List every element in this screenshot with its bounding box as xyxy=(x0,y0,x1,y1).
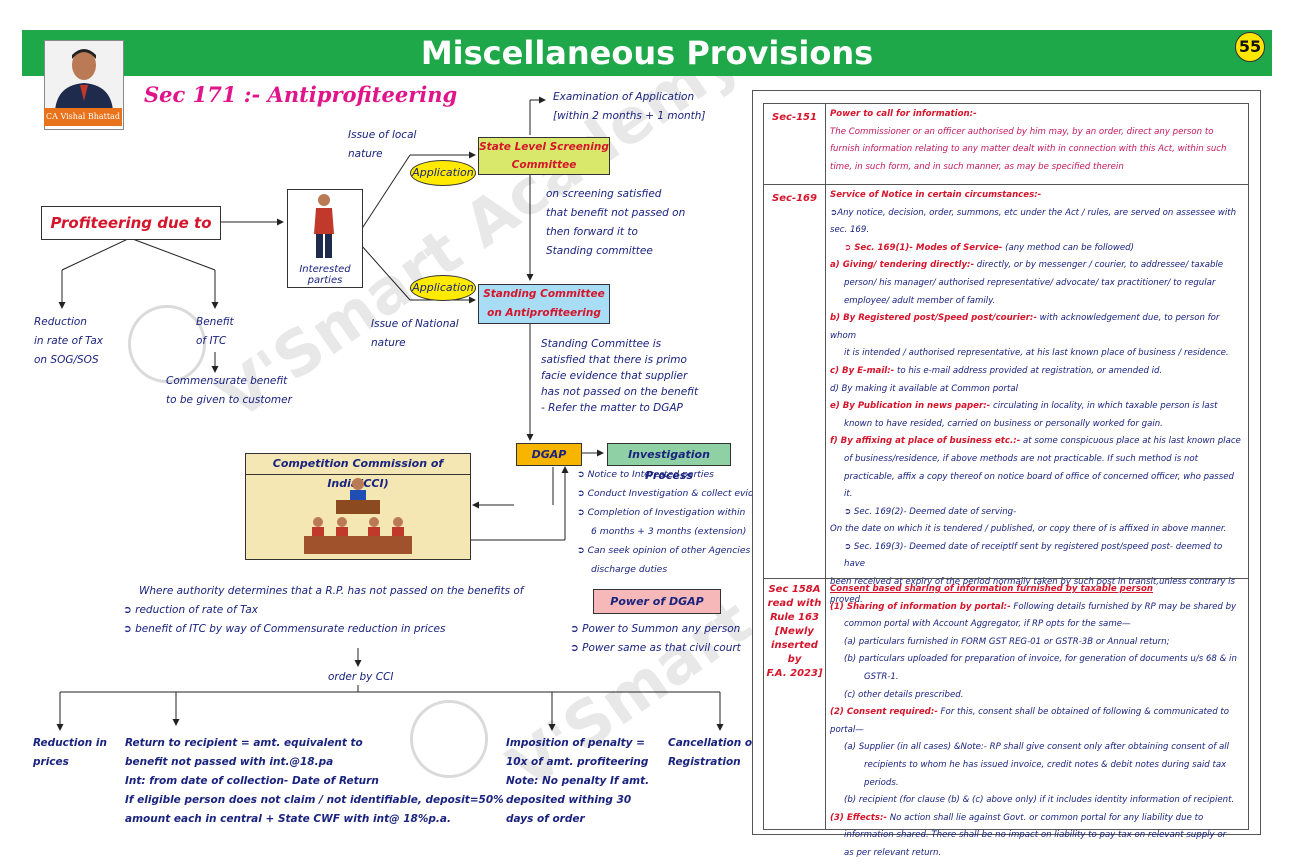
examination-note: Examination of Application[within 2 mont… xyxy=(553,91,706,122)
cci-title: Competition Commission of India(CCI) xyxy=(246,454,470,490)
power-list: ➲ Power to Summon any person ➲ Power sam… xyxy=(570,623,741,654)
sec151-label: Sec-151 xyxy=(764,104,826,184)
investigation-process-box: Investigation Process xyxy=(607,443,731,482)
profiteering-box: Profiteering due to xyxy=(41,206,221,240)
sec151-content: Power to call for information:- The Comm… xyxy=(830,109,1227,172)
flow-connectors xyxy=(56,96,724,731)
header-bar: Miscellaneous Provisions xyxy=(22,30,1272,76)
author-name: CA Vishal Bhattad xyxy=(44,108,122,126)
power-of-dgap-box: Power of DGAP xyxy=(593,589,721,614)
authority-note: Where authority determines that a R.P. h… xyxy=(123,585,524,635)
application-oval-national: Application xyxy=(410,275,476,301)
section-title: Sec 171 :- Antiprofiteering xyxy=(144,82,458,107)
order-return-recipient: Return to recipient = amt. equivalent to… xyxy=(125,737,504,825)
investigation-list: ➲ Notice to Interested parties ➲ Conduct… xyxy=(577,469,777,575)
page-title: Miscellaneous Provisions xyxy=(420,34,874,72)
row-sec169: Sec-169 Service of Notice in certain cir… xyxy=(763,184,1249,605)
order-penalty: Imposition of penalty =10x of amt. profi… xyxy=(506,737,650,825)
sec169-content: Service of Notice in certain circumstanc… xyxy=(830,190,1241,605)
cci-box: Competition Commission of India(CCI) xyxy=(245,453,471,560)
academy-seal-2 xyxy=(410,700,488,778)
author-photo xyxy=(44,40,124,130)
sec158a-content: Consent based sharing of information fur… xyxy=(830,584,1237,858)
order-by-cci: order by CCI xyxy=(328,671,394,683)
dgap-box: DGAP xyxy=(516,443,582,466)
row-sec151: Sec-151 Power to call for information:- … xyxy=(763,103,1249,185)
provisions-table: Sec-151 Power to call for information:- … xyxy=(752,90,1261,858)
academy-seal xyxy=(128,305,206,383)
courtroom-icon xyxy=(304,478,412,554)
application-oval-local: Application xyxy=(410,160,476,186)
person-icon xyxy=(314,194,334,258)
page-number: 55 xyxy=(1235,32,1265,62)
sec169-label: Sec-169 xyxy=(764,185,826,578)
person-avatar-icon xyxy=(45,41,123,111)
